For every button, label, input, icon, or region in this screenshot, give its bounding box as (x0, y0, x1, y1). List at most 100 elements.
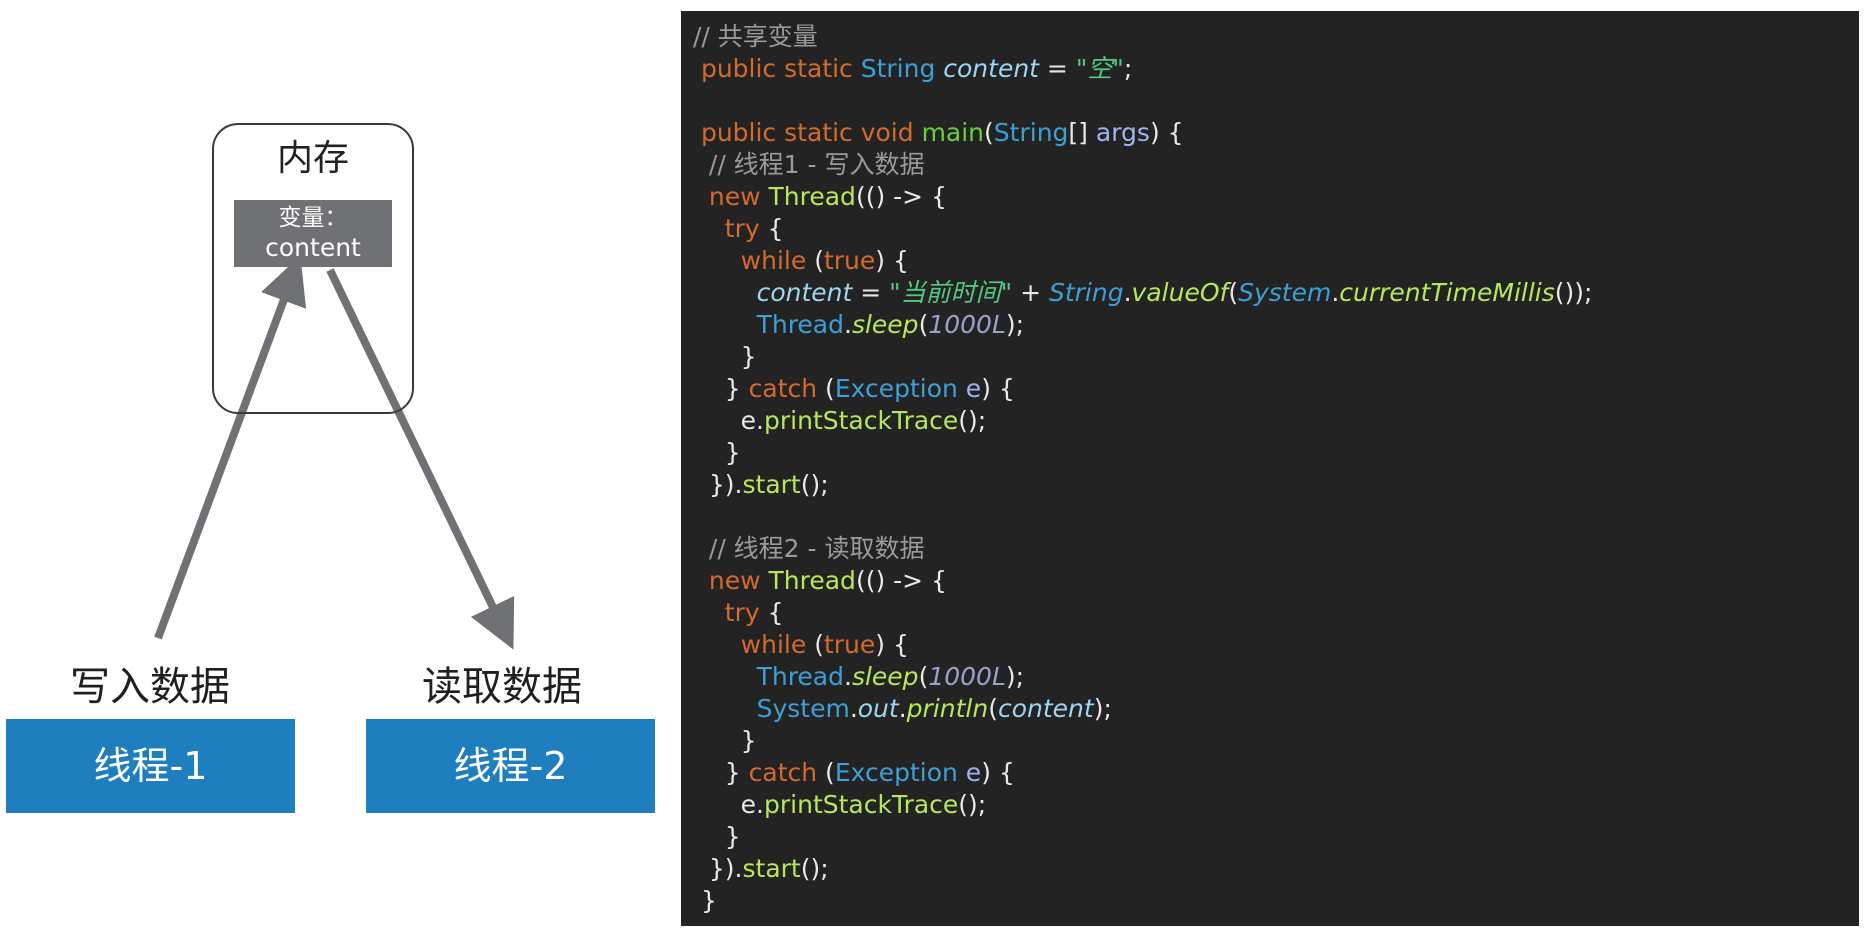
code-token: start (742, 854, 801, 883)
memory-title: 内存 (276, 138, 349, 179)
code-token: new (693, 182, 769, 211)
code-token: ) { (1149, 118, 1184, 147)
code-token: "空" (1075, 54, 1124, 83)
code-token: . (849, 694, 858, 723)
code-token: ()); (1554, 278, 1593, 307)
code-token: { (767, 598, 784, 627)
thread1-box: 线程-1 (6, 719, 295, 813)
code-token: ( (1228, 278, 1239, 307)
code-token: e (965, 758, 982, 787)
code-token: while (693, 246, 815, 275)
code-token: Thread (693, 310, 844, 339)
code-token: Exception (834, 374, 966, 403)
code-token: Thread (768, 566, 856, 595)
code-token: ); (1093, 694, 1112, 723)
code-token: . (1331, 278, 1340, 307)
code-line: } (693, 885, 1859, 917)
code-token: (); (800, 854, 829, 883)
code-token: ( (825, 374, 835, 403)
code-line: Thread.sleep(1000L); (693, 661, 1859, 693)
code-token: 1000L (928, 310, 1006, 339)
code-token: System (693, 694, 850, 723)
code-token: e. (693, 406, 765, 435)
code-token: args (1095, 118, 1150, 147)
write-arrow (154, 255, 307, 640)
code-token: . (844, 310, 852, 339)
code-token: ( (918, 662, 929, 691)
code-token: e (965, 374, 982, 403)
code-line: // 线程1 - 写入数据 (693, 149, 1859, 181)
code-token: public static (693, 54, 861, 83)
code-panel: // 共享变量 public static String content = "… (681, 11, 1859, 926)
code-token: start (742, 470, 801, 499)
code-line: while (true) { (693, 629, 1859, 661)
code-token: ( (814, 630, 824, 659)
code-token: } (693, 886, 717, 915)
code-line: // 共享变量 (693, 21, 1859, 53)
code-token: while (693, 630, 815, 659)
code-token: + (1012, 278, 1049, 307)
code-token: // 线程1 - 写入数据 (693, 150, 925, 179)
code-token: catch (748, 758, 826, 787)
code-token: e. (693, 790, 765, 819)
code-token: ) { (981, 374, 1015, 403)
code-line (693, 85, 1859, 117)
code-token: ( (918, 310, 929, 339)
code-token: ; (1123, 54, 1133, 83)
code-token: true (823, 630, 876, 659)
code-token: ) { (875, 246, 909, 275)
variable-box: 变量： content (234, 200, 392, 267)
code-token: sleep (851, 310, 919, 339)
code-line: try { (693, 213, 1859, 245)
code-token: Exception (834, 758, 966, 787)
code-token: } (693, 758, 749, 787)
code-token: out (857, 694, 899, 723)
code-token: String (993, 118, 1069, 147)
code-line: } catch (Exception e) { (693, 757, 1859, 789)
code-token: "当前时间" (889, 278, 1013, 307)
read-arrow (326, 268, 515, 650)
code-token: System (1238, 278, 1332, 307)
code-token: main (921, 118, 985, 147)
code-token: ( (984, 118, 994, 147)
code-token: . (844, 662, 852, 691)
code-token: // 线程2 - 读取数据 (693, 534, 925, 563)
code-token: printStackTrace (764, 790, 959, 819)
code-token: String (860, 54, 944, 83)
thread2-box: 线程-2 (366, 719, 655, 813)
code-token: = (852, 278, 890, 307)
code-token: Thread (768, 182, 856, 211)
code-line: }).start(); (693, 853, 1859, 885)
code-token: 1000L (928, 662, 1006, 691)
code-token: try (693, 598, 768, 627)
code-token: = (1038, 54, 1076, 83)
code-line: } (693, 725, 1859, 757)
code-token: (); (958, 406, 987, 435)
code-token: } (693, 438, 741, 467)
code-line: public static void main(String[] args) { (693, 117, 1859, 149)
code-token: . (1123, 278, 1132, 307)
code-line: e.printStackTrace(); (693, 405, 1859, 437)
code-token: printStackTrace (764, 406, 959, 435)
code-token: catch (748, 374, 826, 403)
code-token: sleep (851, 662, 919, 691)
code-line: } catch (Exception e) { (693, 373, 1859, 405)
code-line: content = "当前时间" + String.valueOf(System… (693, 277, 1859, 309)
code-token: ( (825, 758, 835, 787)
diagram-arrows (154, 255, 515, 650)
code-token: try (693, 214, 768, 243)
code-line: } (693, 821, 1859, 853)
code-token: } (693, 726, 757, 755)
code-token: currentTimeMillis (1339, 278, 1555, 307)
code-line: Thread.sleep(1000L); (693, 309, 1859, 341)
code-token: content (943, 54, 1039, 83)
code-token: content (997, 694, 1094, 723)
code-token: // 共享变量 (693, 22, 818, 51)
code-token: ) { (875, 630, 909, 659)
code-token: ); (1005, 310, 1025, 339)
code-line: while (true) { (693, 245, 1859, 277)
variable-name: content (265, 233, 361, 262)
code-token: Thread (693, 662, 844, 691)
code-token: ); (1005, 662, 1025, 691)
